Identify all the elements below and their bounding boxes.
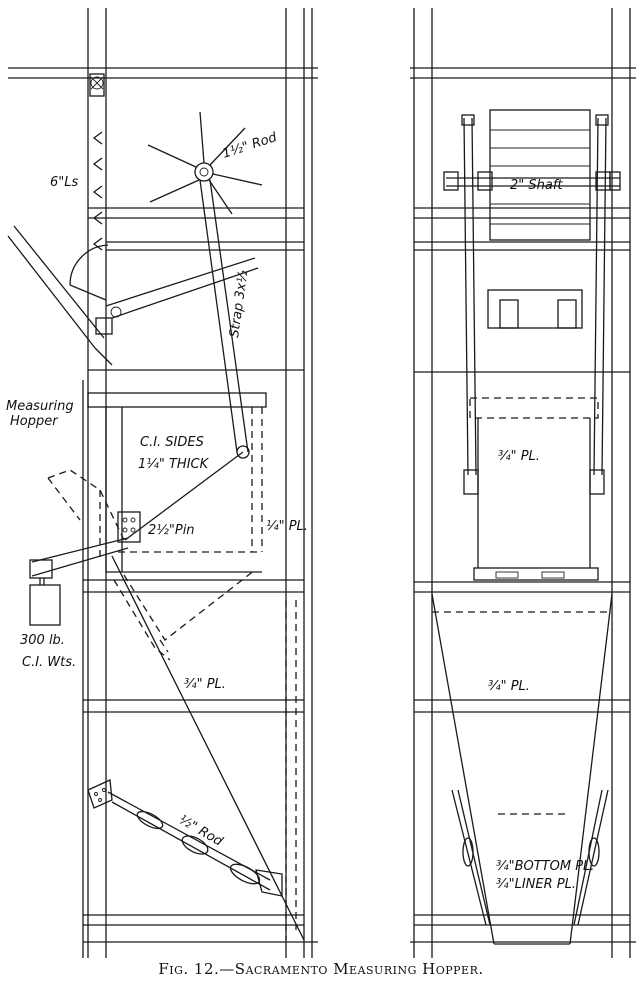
label-ci-sides-2: 1¼" THICK [138, 457, 210, 472]
label-measuring-hopper-line1: Measuring [6, 399, 74, 414]
right-elevation [410, 8, 636, 958]
shaft [443, 171, 621, 191]
label-left-lower-pl: ¾" PL. [184, 677, 226, 692]
tilted-position [47, 469, 256, 661]
figure-caption: Fig. 12.—Sacramento Measuring Hopper. [158, 960, 484, 978]
lower-chute [431, 593, 613, 945]
star-wheel [147, 111, 263, 215]
label-rod-top: 1½" Rod [221, 130, 280, 162]
label-weights-1: 300 lb. [20, 633, 65, 648]
measuring-hopper-body [87, 392, 267, 573]
label-shaft: 2" Shaft [510, 178, 563, 193]
label-angles: 6"Ls [50, 175, 78, 190]
label-bottom-pl: ¾"BOTTOM PL. [496, 859, 594, 874]
label-ci-sides-1: C.I. SIDES [140, 435, 204, 450]
label-right-upper-pl: ¾" PL. [498, 449, 540, 464]
label-measuring-hopper: Measuring Hopper [6, 399, 78, 429]
lower-rod [87, 779, 283, 897]
label-right-lower-pl: ¾" PL. [488, 679, 530, 694]
label-measuring-hopper-line2: Hopper [10, 414, 59, 429]
counterweight-arm [29, 537, 129, 626]
label-strap: Strap 3x½ [227, 269, 251, 338]
label-pin: 2½"Pin [148, 523, 195, 538]
label-quarter-pl: ¼" PL. [266, 519, 308, 534]
label-liner-pl: ¾"LINER PL. [496, 877, 576, 892]
left-elevation [7, 8, 318, 958]
label-weights-2: C.I. Wts. [22, 655, 76, 670]
feed-chute [7, 225, 113, 366]
angle-brackets [92, 131, 103, 251]
